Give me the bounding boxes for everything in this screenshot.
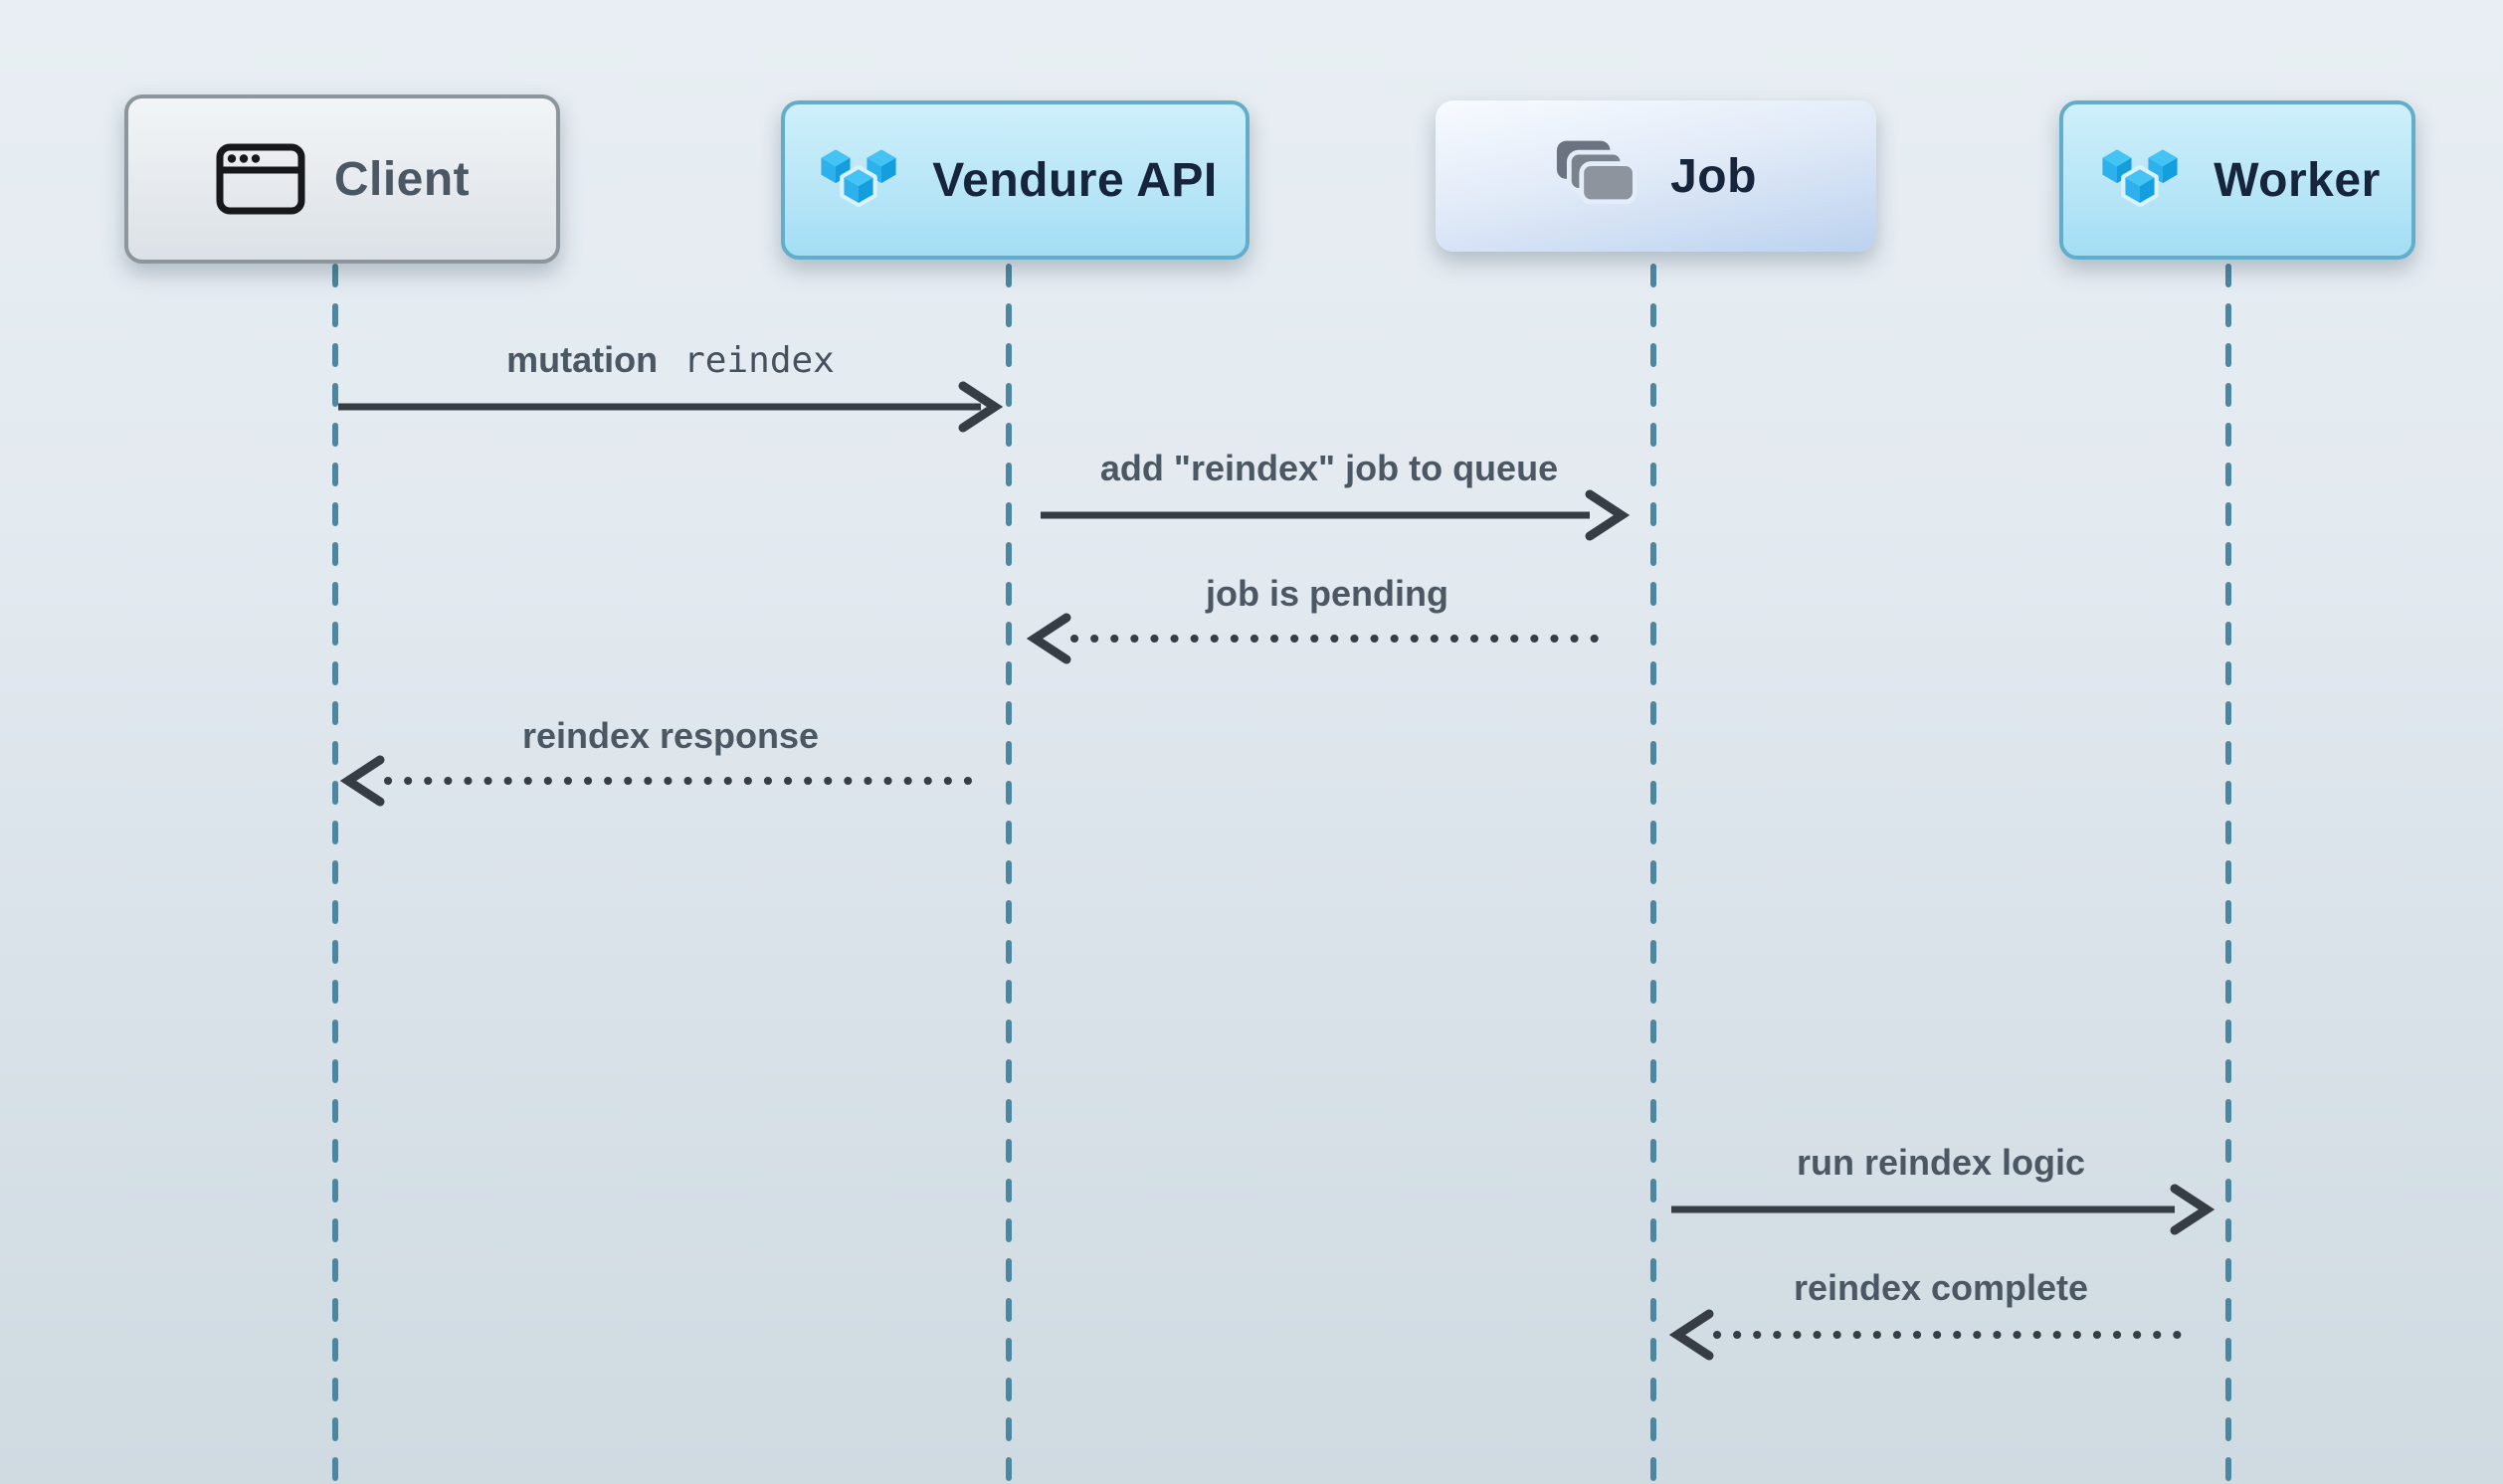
browser-window-icon xyxy=(215,142,306,216)
message-3-label-text: job is pending xyxy=(1206,573,1448,614)
message-6-label-text: reindex complete xyxy=(1793,1267,2089,1308)
message-3-arrowhead-icon xyxy=(1026,613,1071,664)
actor-client: Client xyxy=(124,94,560,264)
message-1-label-code: reindex xyxy=(683,340,835,381)
message-6-label: reindex complete xyxy=(1794,1267,2088,1309)
actor-vendure-api: Vendure API xyxy=(781,100,1250,260)
actor-client-label: Client xyxy=(333,152,471,206)
vendure-cubes-icon xyxy=(813,139,904,221)
message-4-label: reindex response xyxy=(522,715,819,757)
actor-worker: Worker xyxy=(2059,100,2415,260)
message-6-arrowhead-icon xyxy=(1668,1309,1714,1361)
actor-job-label: Job xyxy=(1670,149,1757,203)
message-4-arrowhead-icon xyxy=(339,755,385,807)
message-1-label: mutation reindex xyxy=(506,339,835,381)
message-5-label: run reindex logic xyxy=(1797,1142,2085,1184)
actor-vendure-api-label: Vendure API xyxy=(932,153,1218,207)
message-2-label: add "reindex" job to queue xyxy=(1100,448,1558,489)
message-2-label-text: add "reindex" job to queue xyxy=(1099,448,1559,488)
message-2-arrowhead-icon xyxy=(1585,489,1631,541)
actor-job: Job xyxy=(1436,100,1876,252)
stacked-cards-icon xyxy=(1555,138,1642,214)
actor-worker-label: Worker xyxy=(2214,153,2381,207)
message-1-label-text: mutation xyxy=(506,339,659,380)
message-3-label: job is pending xyxy=(1206,573,1448,615)
message-5-label-text: run reindex logic xyxy=(1796,1142,2086,1183)
message-5-arrowhead-icon xyxy=(2170,1184,2215,1235)
message-1-arrowhead-icon xyxy=(958,381,1004,433)
vendure-cubes-icon xyxy=(2094,139,2186,221)
message-4-label-text: reindex response xyxy=(521,715,820,756)
